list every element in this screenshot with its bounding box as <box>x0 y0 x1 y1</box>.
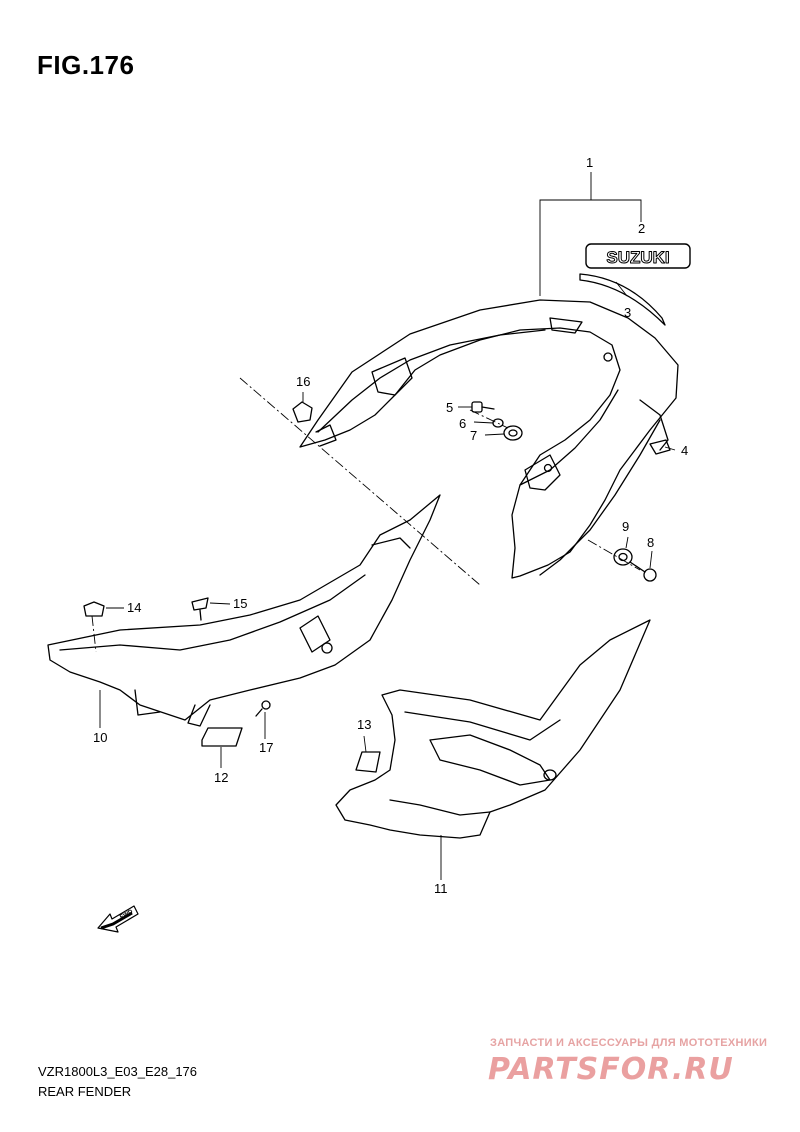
callout-12: 12 <box>214 770 228 785</box>
callout-5: 5 <box>446 400 453 415</box>
emblem-text: SUZUKI <box>606 248 669 267</box>
cushion-part-16 <box>292 401 313 423</box>
callout-9: 9 <box>622 519 629 534</box>
nut-clip-part <box>649 439 671 455</box>
callout-2: 2 <box>638 221 645 236</box>
callout-15: 15 <box>233 596 247 611</box>
callout-13: 13 <box>357 717 371 732</box>
callout-10: 10 <box>93 730 107 745</box>
callout-numbers: 1 2 3 4 5 6 7 8 9 10 11 12 13 14 15 16 1… <box>93 155 688 896</box>
section-name: REAR FENDER <box>38 1084 132 1099</box>
callout-4: 4 <box>681 443 688 458</box>
trim-strip-part <box>579 273 666 326</box>
callout-11: 11 <box>434 881 448 896</box>
side-fender-part-11 <box>335 619 651 839</box>
callout-14: 14 <box>127 600 141 615</box>
callout-3: 3 <box>624 305 631 320</box>
watermark-tagline: ЗАПЧАСТИ И АКСЕССУАРЫ ДЛЯ МОТОТЕХНИКИ <box>490 1037 768 1049</box>
model-code: VZR1800L3_E03_E28_176 <box>38 1064 198 1079</box>
grommet-part-9 <box>613 548 633 566</box>
pad-part-12 <box>201 727 243 747</box>
callout-7: 7 <box>470 428 477 443</box>
clip-part-15 <box>191 597 209 621</box>
callout-1: 1 <box>586 155 593 170</box>
cushion-part-7 <box>503 425 523 441</box>
watermark-logo: PARTSFOR.RU <box>488 1052 734 1087</box>
forward-arrow-icon: FWD <box>97 905 139 933</box>
figure-title: FIG.176 <box>37 50 135 80</box>
bolt-part-5 <box>471 401 495 413</box>
callout-8: 8 <box>647 535 654 550</box>
pad-part-13 <box>355 751 381 773</box>
callout-17: 17 <box>259 740 273 755</box>
seat-tail-cover-part <box>299 299 679 579</box>
grommet-part-14 <box>83 601 105 617</box>
screw-part-17 <box>255 700 271 717</box>
leader-lines <box>99 172 676 880</box>
assembly-guide-lines <box>91 377 641 653</box>
washer-part-6 <box>492 418 504 428</box>
screw-part-8 <box>629 561 657 582</box>
suzuki-emblem-part: SUZUKI <box>585 243 691 269</box>
callout-6: 6 <box>459 416 466 431</box>
callout-16: 16 <box>296 374 310 389</box>
rear-fender-part-10 <box>47 494 441 727</box>
